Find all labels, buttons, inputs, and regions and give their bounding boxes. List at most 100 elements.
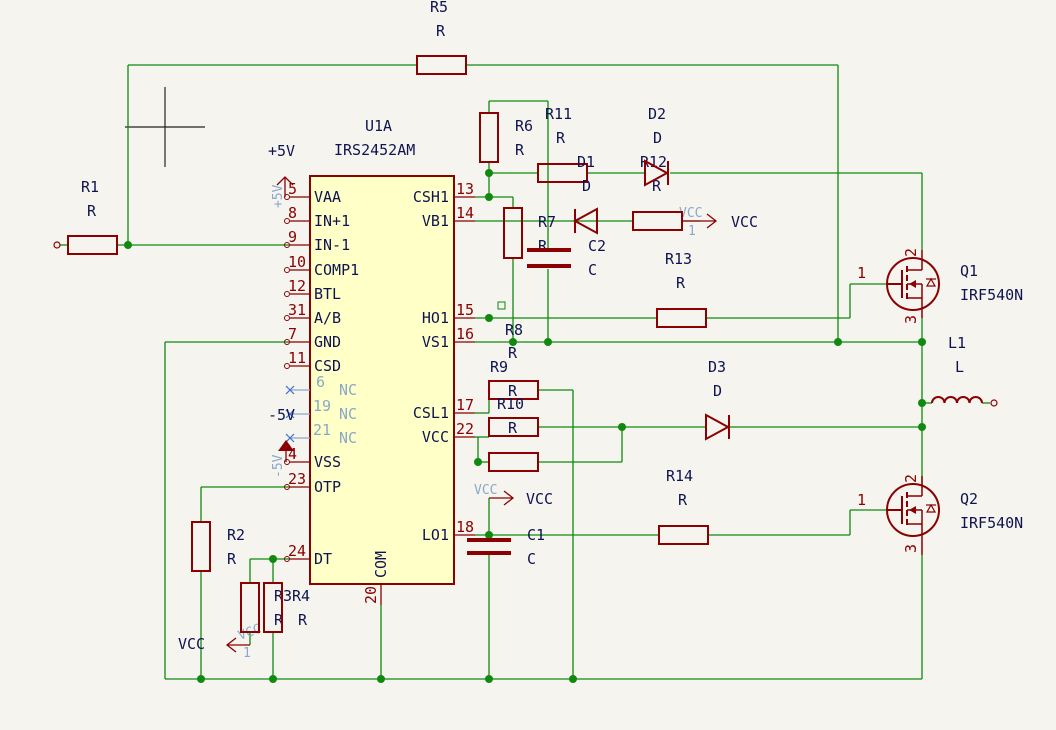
r7-ref: R7 (538, 213, 556, 231)
junctions (124, 169, 926, 683)
ic-pin-in+1-8[interactable]: IN+18 (284, 204, 351, 230)
q2-pin1: 1 (857, 491, 866, 509)
ic-pin-a/b-31[interactable]: A/B 31 (284, 301, 342, 327)
resistor-r2[interactable]: R2 R (191, 521, 245, 572)
r7-value: R (538, 237, 548, 255)
q2-pin2: 2 (902, 474, 920, 483)
r1-value: R (87, 202, 97, 220)
q1-pin2: 2 (902, 248, 920, 257)
r14-ref: R14 (666, 467, 693, 485)
ic-pin-name: A/B (314, 309, 341, 327)
q1-pin1: 1 (857, 264, 866, 282)
ic-pin-name: NC (339, 405, 357, 423)
resistor-r5[interactable]: R5 R (416, 0, 467, 75)
power-vcc-bottom-pin: 1 (243, 646, 251, 661)
ic-pin-csd-11[interactable]: CSD 11 (284, 349, 342, 375)
ic-pin-nc-6[interactable]: NC6 (285, 373, 357, 399)
ic-pin-csl1-17[interactable]: CSL1 17 (413, 396, 475, 422)
c1-value: C (527, 550, 536, 568)
resistor-r10[interactable]: R10 R (488, 395, 539, 437)
power-plus5v-ref: +5V (271, 184, 286, 208)
ic-pin-number: 19 (313, 397, 331, 415)
ic-pin-number: 9 (288, 228, 297, 246)
ic-u1a[interactable]: U1A IRS2452AM VAA5IN+18IN-19COMP110BTL12… (284, 117, 476, 605)
ic-pin-dt-24[interactable]: DT 24 (284, 542, 333, 568)
resistor-r3[interactable]: R3 R (240, 582, 292, 633)
mosfet-q1[interactable]: 1 2 3 Q1 IRF540N (857, 248, 1023, 324)
l1-value: L (955, 358, 964, 376)
power-vcc-mid-ref: VCC (474, 483, 497, 498)
ic-pin-csh1-13[interactable]: CSH1 13 (413, 180, 475, 206)
r3-value: R (274, 611, 284, 629)
r5-ref: R5 (430, 0, 448, 16)
capacitor-c2[interactable]: C2 C (527, 237, 606, 279)
power-plus5v-label: +5V (268, 142, 295, 160)
resistor-r8[interactable]: R8 R (497, 301, 523, 362)
resistor-r12[interactable]: R12 R (632, 153, 683, 231)
ic-pin-number: 16 (456, 325, 474, 343)
ic-pin-name: NC (339, 381, 357, 399)
ic-pin-name: VS1 (422, 333, 449, 351)
ic-pin-number: 11 (288, 349, 306, 367)
inductor-l1[interactable]: L1 L (931, 334, 998, 407)
diode-d3[interactable]: D3 D (705, 358, 731, 441)
power-minus5v-ref: -5V (271, 454, 286, 478)
d1-ref: D1 (577, 153, 595, 171)
ic-pin-name: BTL (314, 285, 341, 303)
ic-pin-number: 4 (288, 445, 297, 463)
r4-value: R (298, 611, 308, 629)
r6-ref: R6 (515, 117, 533, 135)
resistor-r1[interactable]: R1 R (53, 178, 118, 255)
ic-pin-number: 13 (456, 180, 474, 198)
r13-value: R (676, 274, 686, 292)
resistor-r7[interactable]: R7 R (503, 207, 556, 259)
resistor-unlabeled[interactable] (488, 452, 539, 472)
ic-pin-name: CSD (314, 357, 341, 375)
resistor-r9[interactable]: R9 R (488, 358, 539, 400)
ic-pin-number: 22 (456, 420, 474, 438)
l1-ref: L1 (948, 334, 966, 352)
q2-pin3: 3 (902, 544, 920, 553)
capacitor-c1[interactable]: C1 C (467, 526, 545, 568)
resistor-r4[interactable]: R4 R (263, 582, 310, 633)
resistor-r14[interactable]: R14 R (658, 467, 709, 545)
ic-pin-name: CSH1 (413, 188, 449, 206)
ic-pin-name: HO1 (422, 309, 449, 327)
ic-pin-name: OTP (314, 478, 341, 496)
mosfet-q2[interactable]: 1 2 3 Q2 IRF540N (857, 474, 1023, 555)
ic-pin-number: 24 (288, 542, 306, 560)
ic-pin-name: IN+1 (314, 212, 350, 230)
ic-pin-number: 17 (456, 396, 474, 414)
resistor-r11[interactable]: R11 R (537, 105, 588, 183)
ic-pin-number: 31 (288, 301, 306, 319)
r11-ref: R11 (545, 105, 572, 123)
power-minus5v-label: -5V (268, 406, 295, 424)
d1-value: D (582, 177, 591, 195)
resistor-r6[interactable]: R6 R (479, 112, 533, 163)
ic-pin-name: DT (314, 550, 332, 568)
r2-ref: R2 (227, 526, 245, 544)
ic-pin-vs1-16[interactable]: VS1 16 (422, 325, 475, 351)
resistor-r13[interactable]: R13 R (656, 250, 707, 328)
ic-pin-name: CSL1 (413, 404, 449, 422)
ic-pin-nc-19[interactable]: NC 19 (285, 397, 357, 423)
diode-d2[interactable]: D2 D (644, 105, 670, 187)
diode-d1[interactable]: D1 D (572, 153, 598, 235)
r1-ref: R1 (81, 178, 99, 196)
ic-ref: U1A (365, 117, 392, 135)
d3-ref: D3 (708, 358, 726, 376)
ic-pin-in-1-9[interactable]: IN-19 (284, 228, 351, 254)
